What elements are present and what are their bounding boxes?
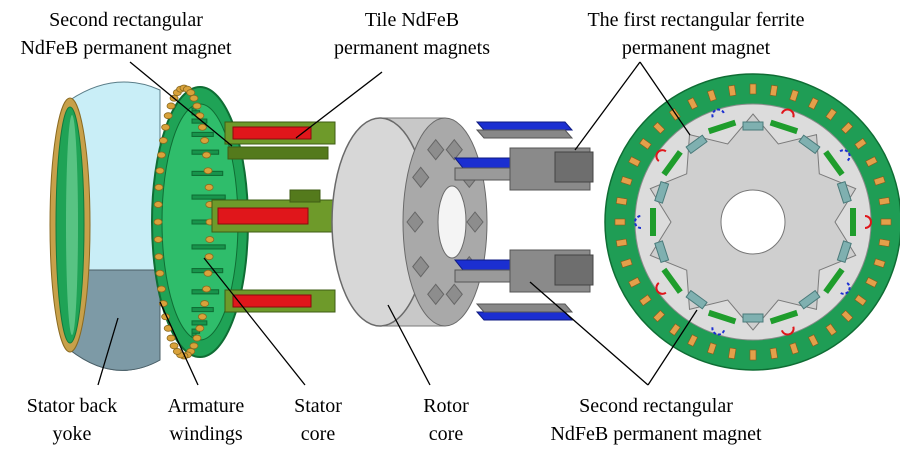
svg-text:Second rectangular: Second rectangular	[49, 9, 203, 31]
label-second-rect-bottom: Second rectangular NdFeB permanent magne…	[550, 395, 761, 445]
svg-text:core: core	[429, 423, 464, 445]
svg-text:yoke: yoke	[53, 423, 92, 445]
svg-text:NdFeB permanent magnet: NdFeB permanent magnet	[20, 37, 231, 59]
svg-text:windings: windings	[169, 423, 243, 445]
motor-cross-section	[604, 73, 900, 371]
label-stator-back-yoke: Stator back yoke	[27, 395, 118, 445]
label-first-rect-ferrite: The first rectangular ferrite permanent …	[587, 9, 804, 59]
svg-text:Tile NdFeB: Tile NdFeB	[365, 9, 459, 31]
tile-ndfeb-magnets	[211, 121, 343, 313]
stator-back-yoke	[49, 81, 161, 371]
label-stator-core: Stator core	[294, 395, 342, 445]
rectangular-magnets-right	[453, 121, 594, 321]
svg-text:Stator: Stator	[294, 395, 342, 417]
label-second-rect-top: Second rectangular NdFeB permanent magne…	[20, 9, 231, 59]
svg-text:Rotor: Rotor	[423, 395, 469, 417]
armature-windings	[153, 84, 215, 360]
leader-lines	[97, 61, 698, 386]
svg-text:core: core	[301, 423, 336, 445]
svg-text:Stator back: Stator back	[27, 395, 118, 417]
label-armature-windings: Armature windings	[168, 395, 245, 445]
svg-text:The first rectangular ferrite: The first rectangular ferrite	[587, 9, 804, 31]
label-rotor-core: Rotor core	[423, 395, 469, 445]
svg-text:Armature: Armature	[168, 395, 245, 417]
rotor-core	[331, 117, 488, 327]
svg-text:Second rectangular: Second rectangular	[579, 395, 733, 417]
svg-text:NdFeB permanent magnet: NdFeB permanent magnet	[550, 423, 761, 445]
svg-text:permanent magnet: permanent magnet	[622, 37, 771, 59]
svg-text:permanent magnets: permanent magnets	[334, 37, 490, 59]
label-tile-ndfeb: Tile NdFeB permanent magnets	[334, 9, 490, 59]
